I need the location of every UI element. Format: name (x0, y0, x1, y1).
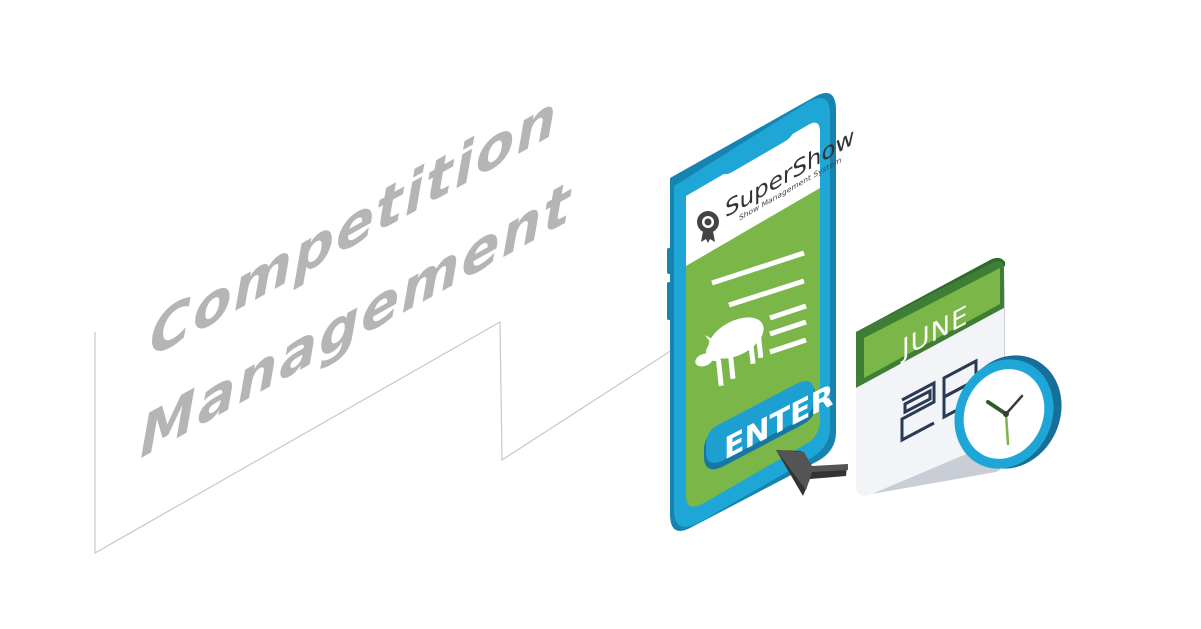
clock-hour-hand (986, 400, 1008, 416)
sheep-icon (695, 317, 764, 387)
calendar-day-value: 28 (0, 0, 2, 1)
phone-side-button-2 (667, 282, 673, 320)
award-badge-icon (697, 211, 719, 243)
phone: SuperShow Show Management System (667, 93, 854, 531)
arrow-cursor-icon (776, 450, 848, 496)
clock-minute-hand (1004, 394, 1024, 416)
phone-side-button-1 (667, 248, 673, 274)
phone-screen-header (686, 122, 820, 267)
headline: Competition Management (140, 81, 572, 473)
phone-notch (722, 124, 794, 175)
content-lines (711, 250, 807, 355)
calendar-header-highlight (864, 268, 1000, 378)
connector-line (94, 320, 673, 555)
clock-second-hand (1004, 412, 1010, 446)
clock-icon (954, 355, 1062, 469)
